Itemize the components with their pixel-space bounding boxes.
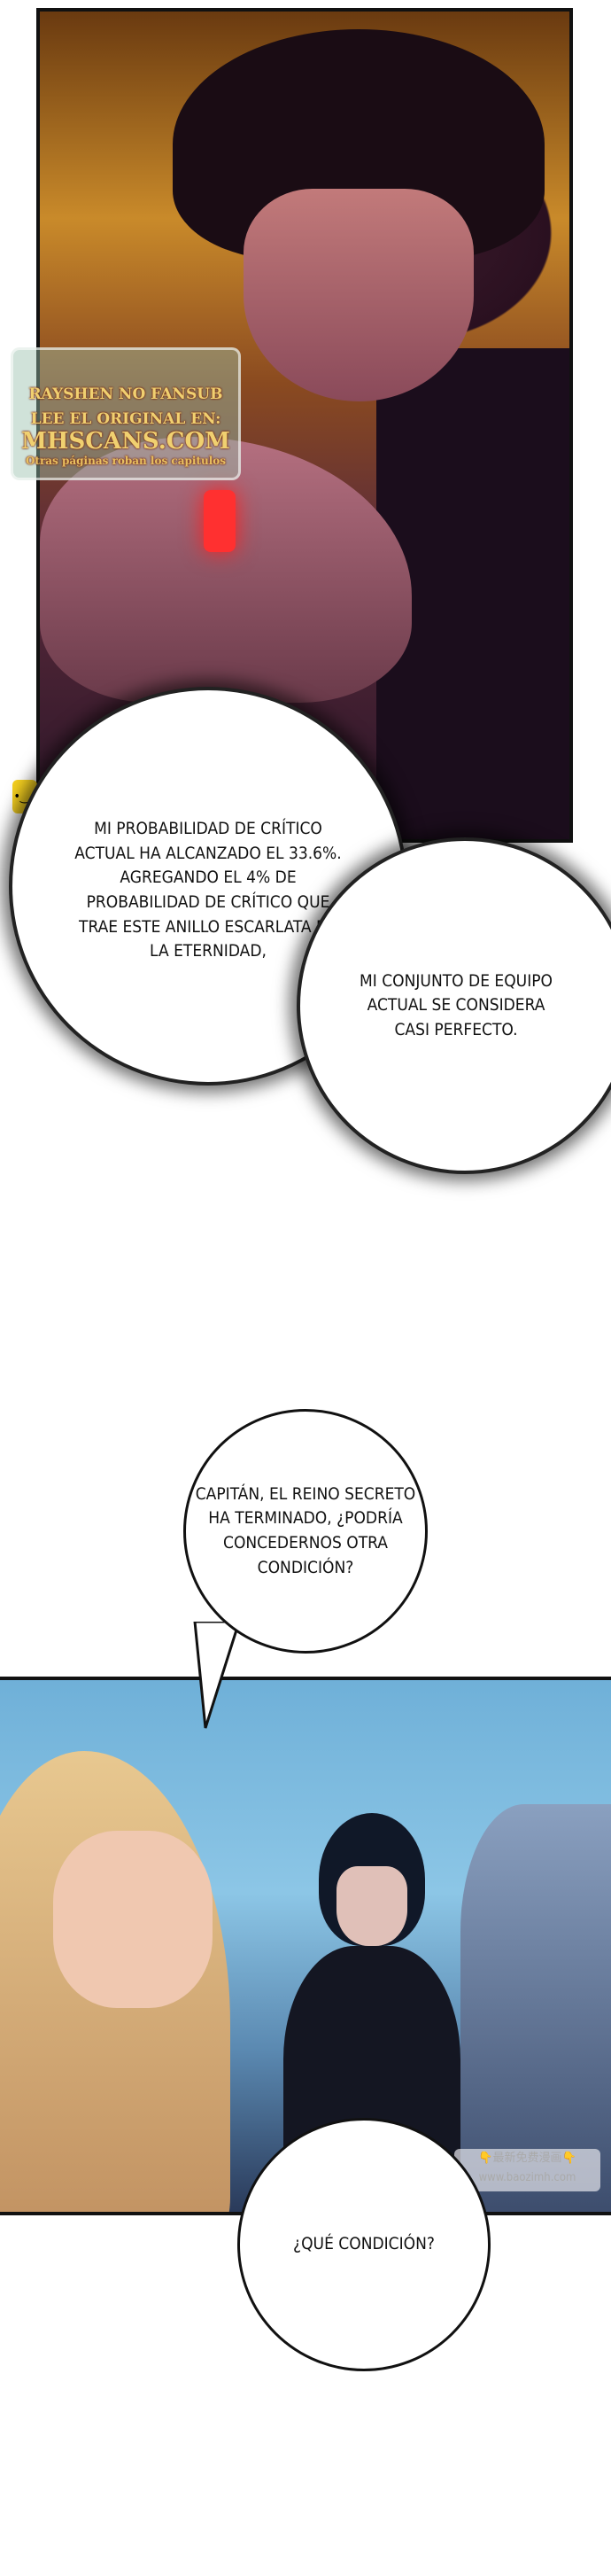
watermark-line4: Otras páginas roban los capitulos <box>25 455 227 467</box>
speech-bubble-2: MI CONJUNTO DE EQUIPO ACTUAL SE CONSIDER… <box>306 846 611 1165</box>
pointing-down-icon: 👇 <box>561 2152 576 2165</box>
scanlation-watermark: RAYSHEN NO FANSUB LEE EL ORIGINAL EN: MH… <box>11 347 241 480</box>
panel-ring-closeup <box>36 8 573 843</box>
watermark-cn: 👇最新免费漫画👇 <box>454 2149 600 2168</box>
boy-face <box>336 1866 407 1946</box>
character-face <box>244 189 474 401</box>
bubble-text: CAPITÁN, EL REINO SECRETO HA TERMINADO, … <box>195 1483 416 1577</box>
bubble-text: MI PROBABILIDAD DE CRÍTICO ACTUAL HA ALC… <box>74 819 342 961</box>
watermark-line2: LEE EL ORIGINAL EN: <box>30 410 221 428</box>
scarlet-ring <box>204 490 236 552</box>
bun-icon: •‿• <box>12 780 37 813</box>
site-watermark: 👇最新免费漫画👇 www.baozimh.com <box>454 2149 600 2191</box>
watermark-url: www.baozimh.com <box>478 2171 576 2184</box>
speech-bubble-3: CAPITÁN, EL REINO SECRETO HA TERMINADO, … <box>183 1409 428 1654</box>
watermark-line3: MHSCANS.COM <box>21 428 230 455</box>
girl-face <box>53 1831 213 2008</box>
robot-character <box>460 1804 611 2212</box>
watermark-cn-text: 最新免费漫画 <box>492 2152 562 2165</box>
speech-bubble-4: ¿QUÉ CONDICIÓN? <box>237 2118 491 2371</box>
bubble-text: ¿QUÉ CONDICIÓN? <box>293 2234 435 2254</box>
bubble-text: MI CONJUNTO DE EQUIPO ACTUAL SE CONSIDER… <box>360 970 553 1039</box>
panel-group-scene <box>0 1677 611 2215</box>
bubble-tail <box>193 1622 241 1729</box>
watermark-line1: RAYSHEN NO FANSUB <box>28 385 223 403</box>
pointing-down-icon: 👇 <box>478 2152 493 2165</box>
